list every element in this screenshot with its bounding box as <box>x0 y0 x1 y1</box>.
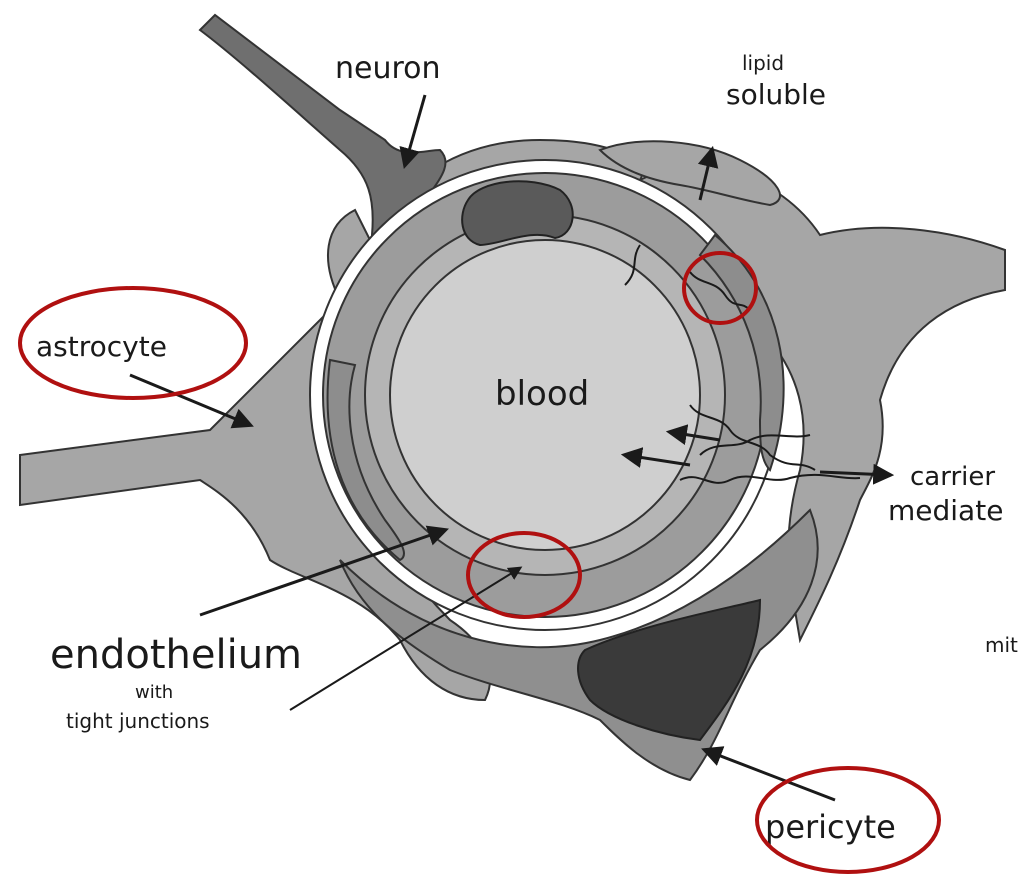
label-blood: blood <box>495 374 589 414</box>
arrow-astrocyte <box>130 375 250 425</box>
endothelial-nucleus <box>462 181 573 245</box>
label-endothelium: endothelium <box>50 632 302 678</box>
label-pericyte: pericyte <box>765 808 896 846</box>
label-mediated: mediate <box>888 494 1003 527</box>
label-with: with <box>135 682 173 703</box>
label-neuron: neuron <box>335 51 441 86</box>
label-lipid: lipid <box>742 51 784 75</box>
label-tight-junctions: tight junctions <box>66 709 210 733</box>
label-carrier: carrier <box>910 462 995 492</box>
label-soluble: soluble <box>726 78 826 111</box>
label-astrocyte: astrocyte <box>36 330 167 363</box>
label-mit: mit <box>985 633 1018 657</box>
